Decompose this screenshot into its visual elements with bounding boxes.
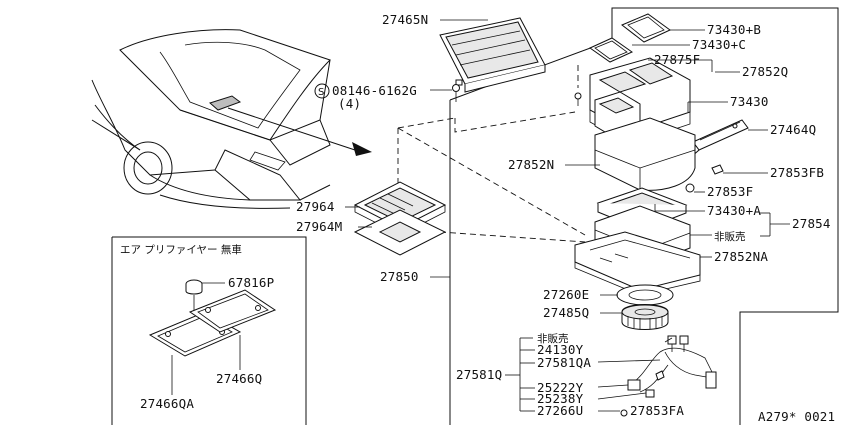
label-27852Q: 27852Q — [742, 64, 788, 79]
part-73430B-seal — [621, 13, 671, 43]
label-24130Y: 24130Y — [537, 342, 584, 357]
label-27964: 27964 — [296, 199, 335, 214]
label-73430C: 73430+C — [692, 37, 746, 52]
label-27485Q: 27485Q — [543, 305, 589, 320]
label-s-marker: S — [318, 87, 324, 98]
label-not-sold-2: 非販売 — [537, 332, 569, 345]
label-67816P: 67816P — [228, 275, 274, 290]
part-27852NA-base — [574, 231, 701, 296]
label-27854: 27854 — [792, 216, 831, 231]
projection-lines — [397, 65, 586, 243]
leader-lines — [171, 19, 790, 412]
part-27581Q-harness — [620, 335, 717, 417]
label-27853F: 27853F — [707, 184, 753, 199]
label-08146-qty: (4) — [338, 96, 361, 111]
part-27260E-ring — [616, 284, 674, 306]
inset-panel — [111, 236, 307, 425]
label-08146: 08146-6162G — [332, 83, 417, 98]
label-27875F: 27875F — [654, 52, 700, 67]
diagram-code: A279* 0021 — [758, 409, 835, 424]
part-27964-filter — [353, 181, 447, 256]
label-27266U: 27266U — [537, 403, 583, 418]
label-27964M: 27964M — [296, 219, 342, 234]
label-27464Q: 27464Q — [770, 122, 816, 137]
label-27853FA: 27853FA — [630, 403, 684, 418]
part-27485Q-motor — [621, 304, 669, 330]
label-73430B: 73430+B — [707, 22, 761, 37]
label-not-sold-1: 非販売 — [714, 230, 746, 243]
label-27853FB: 27853FB — [770, 165, 824, 180]
label-27581QA: 27581QA — [537, 355, 591, 370]
label-27260E: 27260E — [543, 287, 589, 302]
label-27465N: 27465N — [382, 12, 428, 27]
label-27852NA: 27852NA — [714, 249, 768, 264]
labels: 27465N 73430+B 73430+C 27875F 27852Q S 0… — [120, 12, 835, 424]
vehicle-illustration — [91, 29, 372, 209]
part-73430C-seal — [588, 37, 634, 63]
inset-title: エア プリファイヤー 無車 — [120, 243, 242, 256]
label-27466QA: 27466QA — [140, 396, 194, 411]
label-73430: 73430 — [730, 94, 769, 109]
label-25238Y: 25238Y — [537, 391, 584, 406]
label-27581Q: 27581Q — [456, 367, 502, 382]
part-08146-bolt — [314, 83, 460, 102]
part-27464Q-bracket — [687, 119, 749, 175]
label-27850: 27850 — [380, 269, 419, 284]
label-27852N: 27852N — [508, 157, 554, 172]
label-27466Q: 27466Q — [216, 371, 262, 386]
label-73430A: 73430+A — [707, 203, 761, 218]
label-25222Y: 25222Y — [537, 380, 584, 395]
part-27465N-filter — [439, 17, 546, 93]
part-27852N-duct — [594, 117, 696, 193]
